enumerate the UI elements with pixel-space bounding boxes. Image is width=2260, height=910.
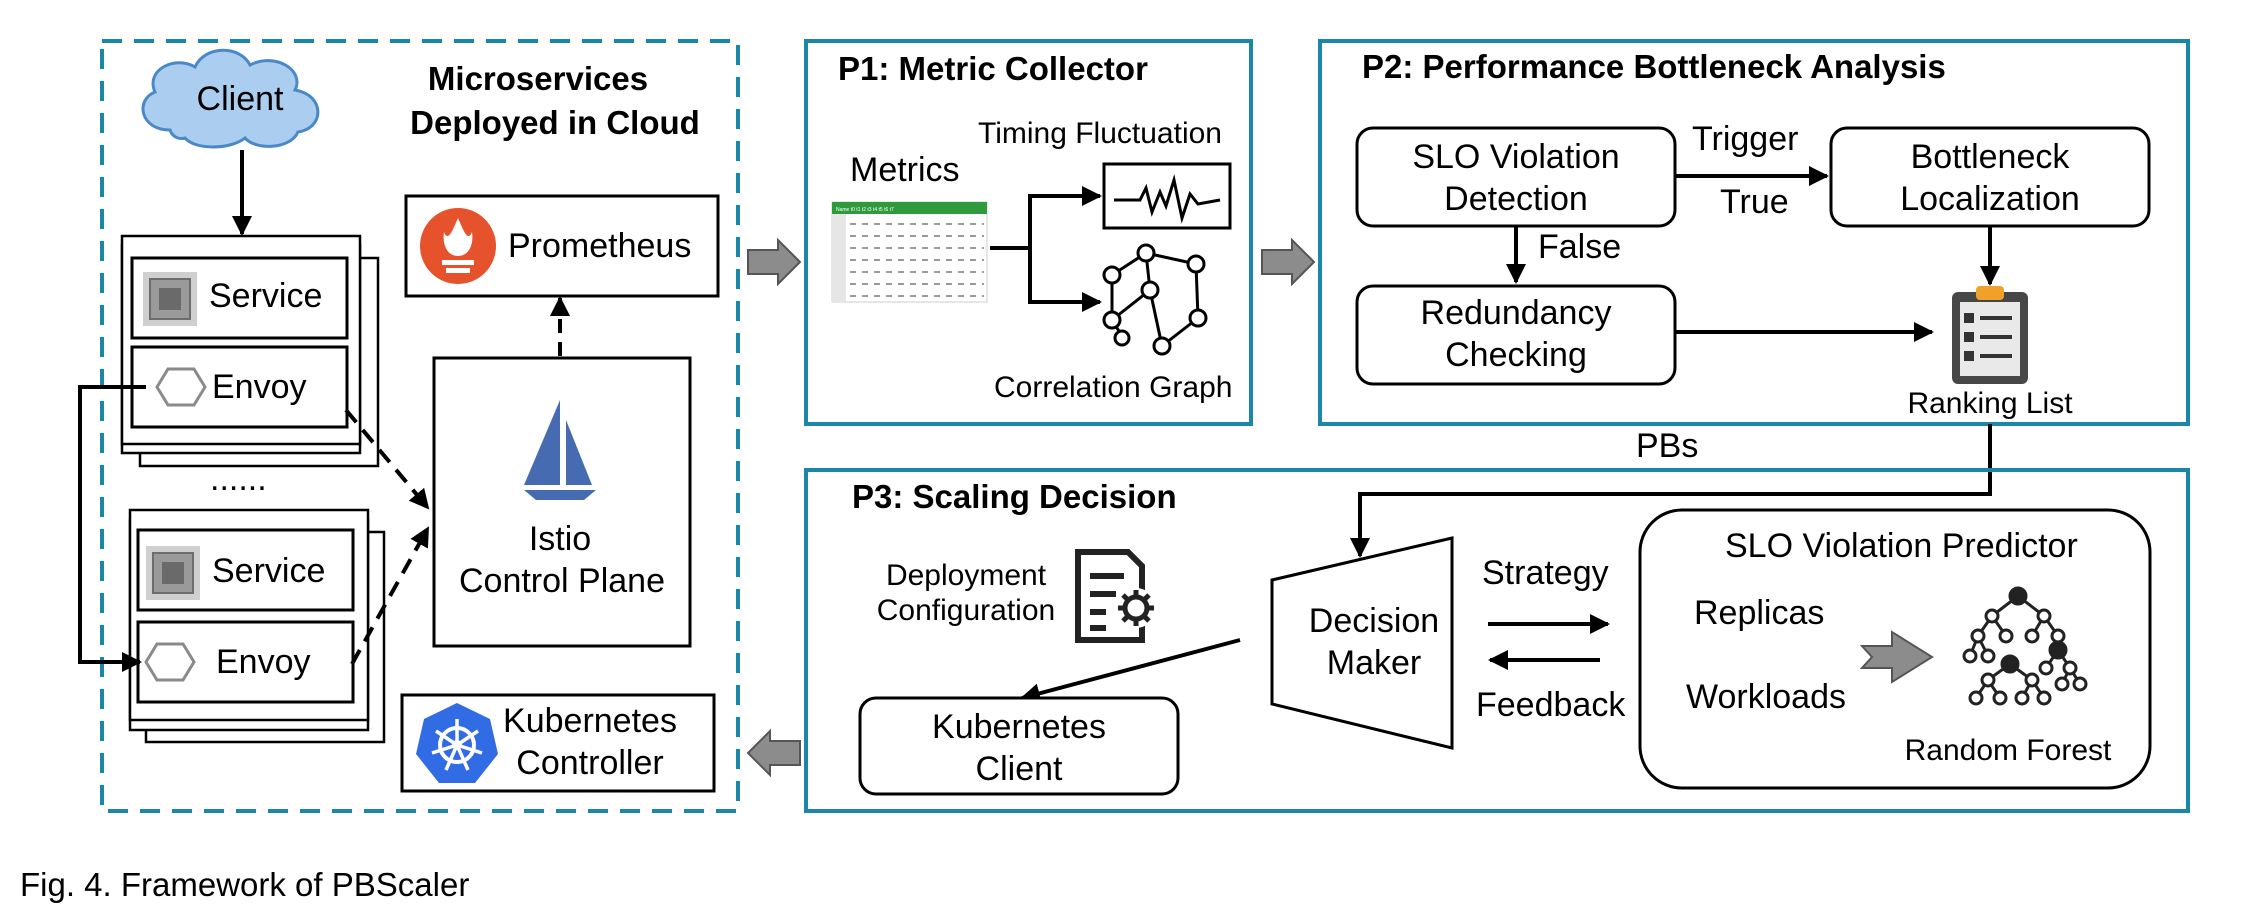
cloud-panel-title-2: Deployed in Cloud [410,104,700,141]
ranking-list-label: Ranking List [1907,387,2073,420]
service-label-1: Service [209,277,322,315]
replicas-label: Replicas [1694,594,1824,632]
k8s-controller-label-1: Kubernetes [503,702,677,740]
timing-fluctuation-label: Timing Fluctuation [978,117,1222,150]
envoy-connector [78,385,146,672]
random-forest-label: Random Forest [1905,734,2112,767]
chip-icon [143,272,197,326]
k8s-client-label-2: Client [976,750,1063,788]
ellipsis-label: ...... [210,460,267,498]
decision-maker-shape [1270,536,1454,750]
arrow-p1-to-p2 [1261,237,1316,287]
tree-icon [1962,586,2088,706]
correlation-graph-label: Correlation Graph [994,371,1232,404]
service-stack-1 [120,234,380,468]
config-gear-icon [1075,549,1156,643]
spreadsheet-header-text: Name t0 t1 t2 t3 t4 t5 t6 t7 [836,207,894,213]
trigger-label: Trigger [1692,120,1798,158]
spreadsheet-icon [831,201,988,303]
decision-to-k8s-client-arrow [1020,638,1241,704]
pbs-connector [1350,424,1992,558]
true-label: True [1720,183,1789,221]
k8s-client-box [858,696,1180,796]
deploy-config-label-2: Configuration [877,594,1055,627]
k8s-controller-label-2: Controller [516,744,663,782]
figure-caption: Fig. 4. Framework of PBScaler [20,866,469,903]
cloud-icon [141,48,320,149]
false-label: False [1538,228,1621,266]
pbs-label: PBs [1636,427,1698,465]
p3-panel [804,468,2190,813]
client-label: Client [197,80,284,118]
slo-predictor-title: SLO Violation Predictor [1725,527,2078,565]
hexagon-icon [144,642,196,682]
cloud-panel-title-1: Microservices [428,60,648,97]
feedback-label: Feedback [1476,686,1626,724]
strategy-label: Strategy [1482,554,1609,592]
metrics-label: Metrics [850,151,960,189]
workloads-label: Workloads [1686,678,1846,716]
bottleneck-label-1: Bottleneck [1911,138,2071,176]
spreadsheet-rows [850,223,984,297]
bottleneck-label-2: Localization [1900,180,2080,218]
waveform-icon [1114,174,1221,224]
prometheus-icon [420,208,496,284]
envoy-label-2: Envoy [216,643,311,681]
istio-box [432,356,692,648]
metrics-to-timing-arrow [1028,186,1102,248]
envoy-label-1: Envoy [212,368,307,406]
envoy-to-istio-line-1 [344,408,430,510]
hexagon-icon [155,367,207,407]
arrow-p3-to-cloud [746,728,801,778]
graph-icon [1102,243,1208,356]
slo-detection-label-1: SLO Violation [1412,138,1619,176]
waveform-box [1102,162,1232,230]
chip-icon [146,546,200,600]
deploy-config-label-1: Deployment [886,559,1047,592]
metrics-to-graph-arrow [1028,248,1102,312]
redundancy-label-1: Redundancy [1421,294,1612,332]
clipboard-list-icon [1952,286,2028,384]
decision-maker-label-2: Maker [1327,644,1421,682]
arrow-features-to-forest [1859,630,1934,684]
service-stack-2 [128,508,386,744]
p3-title: P3: Scaling Decision [852,478,1177,515]
istio-sail-icon [524,400,596,500]
redundancy-box [1355,284,1677,386]
p2-panel [1318,39,2190,426]
prometheus-label: Prometheus [508,227,691,265]
istio-label-2: Control Plane [459,562,665,600]
decision-maker-label-1: Decision [1309,602,1439,640]
slo-detection-label-2: Detection [1444,180,1588,218]
service-label-2: Service [212,552,325,590]
kubernetes-icon [416,703,498,783]
redundancy-label-2: Checking [1445,336,1587,374]
p1-title: P1: Metric Collector [838,50,1148,87]
arrow-cloud-to-p1 [747,237,802,287]
p1-panel [804,39,1253,426]
p2-title: P2: Performance Bottleneck Analysis [1362,48,1946,85]
k8s-client-label-1: Kubernetes [932,708,1106,746]
istio-label-1: Istio [529,520,591,558]
